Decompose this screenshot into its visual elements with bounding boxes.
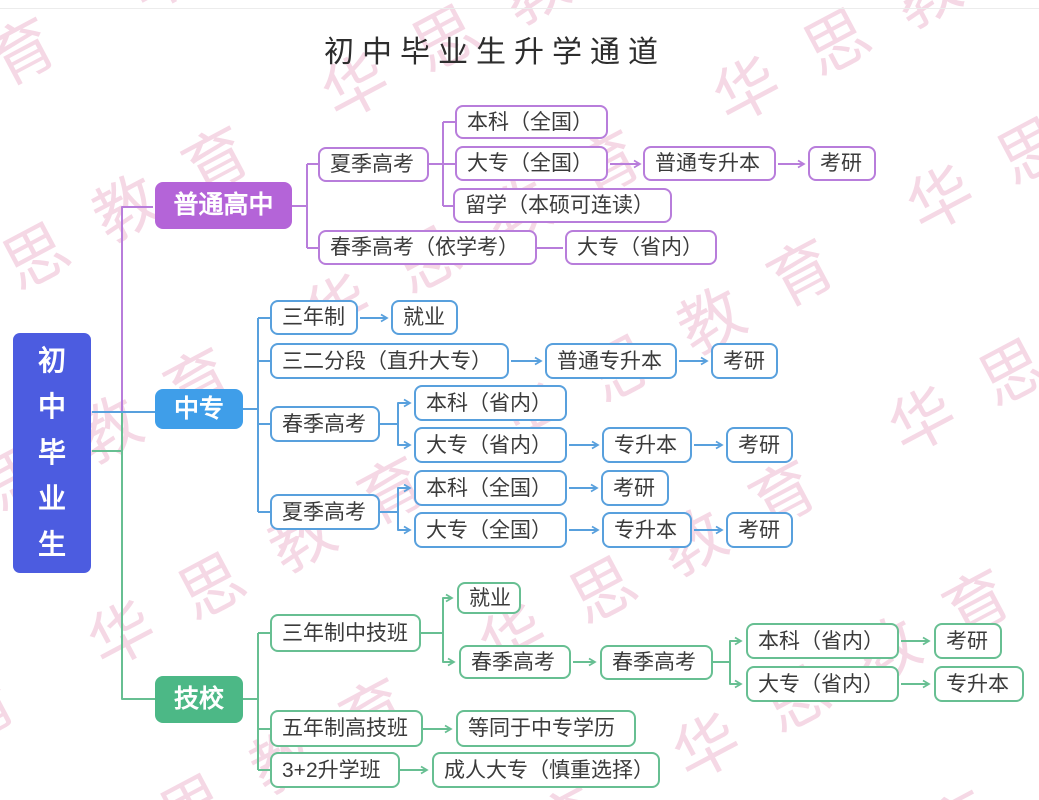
node-college-national-hs: 大专（全国） [455, 146, 608, 181]
node-kaoyan-sv-4: 考研 [726, 512, 793, 548]
node-kaoyan-sv-2: 考研 [726, 427, 793, 463]
node-college-national-sv: 大专（全国） [414, 512, 567, 548]
node-upgrade-sv-2: 专升本 [602, 512, 692, 548]
node-upgrade-sv-1: 专升本 [602, 427, 692, 463]
node-equivalent-secondary-diploma: 等同于中专学历 [456, 710, 636, 747]
connectors-purple [121, 121, 806, 413]
node-spring-gaokao-xuekao: 春季高考（依学考） [318, 230, 537, 265]
node-three-year-technical-class: 三年制中技班 [270, 614, 421, 652]
node-college-provincial-hs: 大专（省内） [565, 230, 717, 265]
node-spring-gaokao-sv: 春季高考 [270, 406, 380, 442]
node-kaoyan-hs: 考研 [808, 146, 876, 181]
node-bachelor-national-sv: 本科（全国） [414, 470, 567, 506]
node-college-provincial-ts: 大专（省内） [746, 666, 899, 702]
node-employment-ts: 就业 [457, 582, 521, 614]
node-three-year-program: 三年制 [270, 300, 358, 335]
node-kaoyan-sv-3: 考研 [601, 470, 669, 506]
node-college-provincial-sv: 大专（省内） [414, 427, 567, 463]
node-regular-upgrade-sv: 普通专升本 [545, 343, 677, 379]
node-regular-upgrade-hs: 普通专升本 [643, 146, 776, 181]
connectors-blue [92, 313, 724, 535]
node-adult-college: 成人大专（慎重选择） [432, 752, 660, 788]
node-five-year-technical-class: 五年制高技班 [270, 710, 423, 747]
page-title: 初中毕业生升学通道 [324, 36, 666, 69]
node-three-two-segment: 三二分段（直升大专） [270, 343, 509, 379]
node-summer-gaokao-hs: 夏季高考 [318, 147, 429, 182]
node-bachelor-national-hs: 本科（全国） [455, 105, 608, 139]
node-kaoyan-sv-1: 考研 [711, 343, 778, 379]
node-three-plus-two-class: 3+2升学班 [270, 752, 400, 788]
node-employment-sv: 就业 [391, 300, 458, 335]
branch-regular-high-school: 普通高中 [155, 182, 292, 229]
node-upgrade-ts: 专升本 [934, 666, 1024, 702]
connectors-green [92, 413, 931, 775]
node-summer-gaokao-sv: 夏季高考 [270, 494, 380, 530]
node-spring-gaokao-ts-2: 春季高考 [600, 645, 713, 680]
top-divider-line [0, 8, 1039, 9]
node-bachelor-provincial-ts: 本科（省内） [746, 623, 899, 659]
node-study-abroad: 留学（本硕可连读） [453, 188, 672, 223]
root-node: 初中毕业生 [13, 333, 91, 573]
node-kaoyan-ts: 考研 [934, 623, 1002, 659]
node-spring-gaokao-ts-1: 春季高考 [459, 645, 571, 679]
branch-technical-school: 技校 [155, 676, 243, 723]
node-bachelor-provincial-sv: 本科（省内） [414, 385, 567, 421]
branch-secondary-vocational: 中专 [155, 389, 243, 429]
